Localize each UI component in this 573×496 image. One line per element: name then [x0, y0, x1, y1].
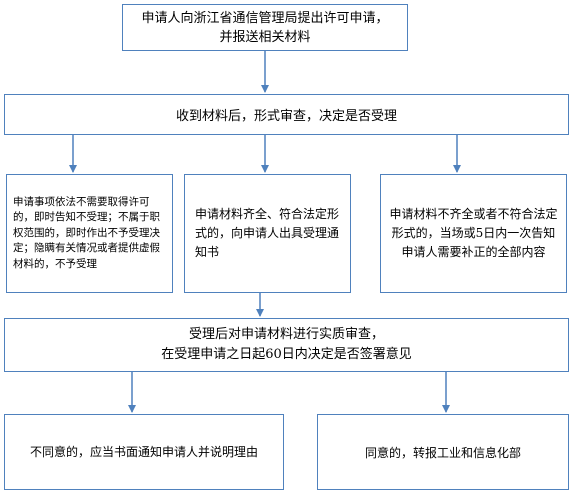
result-agree-text: 同意的，转报工业和信息化部	[364, 445, 521, 460]
step-substantive-review: 受理后对申请材料进行实质审查， 在受理申请之日起60日内决定是否签署意见	[4, 318, 569, 372]
step-review-text: 收到材料后，形式审查，决定是否受理	[175, 109, 397, 124]
step-formal-review: 收到材料后，形式审查，决定是否受理	[4, 94, 569, 135]
result-disagree: 不同意的，应当书面通知申请人并说明理由	[4, 414, 284, 490]
outcome-supplement-text: 申请材料不齐全或者不符合法定形式的，当场或5日内一次告知申请人需要补正的全部内容	[389, 207, 558, 259]
outcome-reject-text: 申请事项依法不需要取得许可的，即时告知不受理；不属于职权范围的，即时作出不予受理…	[13, 195, 160, 270]
result-disagree-text: 不同意的，应当书面通知申请人并说明理由	[29, 444, 258, 459]
step-submit-text: 申请人向浙江省通信管理局提出许可申请， 并报送相关材料	[141, 10, 389, 45]
step-submit-application: 申请人向浙江省通信管理局提出许可申请， 并报送相关材料	[122, 4, 408, 51]
outcome-not-accepted: 申请事项依法不需要取得许可的，即时告知不受理；不属于职权范围的，即时作出不予受理…	[6, 174, 173, 293]
outcome-accept-text: 申请材料齐全、符合法定形式的，向申请人出具受理通知书	[195, 207, 340, 259]
result-agree: 同意的，转报工业和信息化部	[317, 414, 569, 490]
outcome-accepted: 申请材料齐全、符合法定形式的，向申请人出具受理通知书	[184, 174, 351, 293]
outcome-supplement-required: 申请材料不齐全或者不符合法定形式的，当场或5日内一次告知申请人需要补正的全部内容	[380, 174, 567, 293]
step-substantive-text: 受理后对申请材料进行实质审查， 在受理申请之日起60日内决定是否签署意见	[161, 327, 412, 362]
